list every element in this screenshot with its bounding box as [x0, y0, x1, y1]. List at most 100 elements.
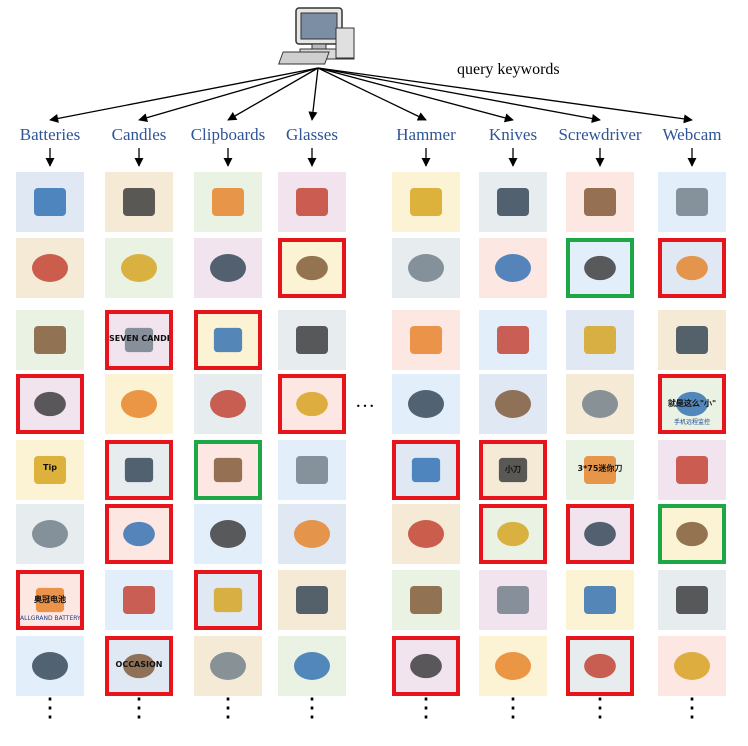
middle-ellipsis: …: [355, 390, 377, 412]
continuation-dots: ⋮: [126, 693, 152, 722]
clipboard-paper-photo: [194, 374, 262, 434]
round-glasses-icon: [278, 310, 346, 370]
category-label-glasses: Glasses: [286, 125, 338, 144]
screwdriver-set-photo: [566, 570, 634, 630]
clipboard-hands-icon: [194, 238, 262, 298]
car-battery-photo: [16, 504, 84, 564]
woman-photo: [278, 374, 346, 434]
stamp-seal-icon: [105, 440, 173, 500]
category-label-screwdriver: Screwdriver: [558, 125, 642, 144]
blade-photo: [479, 374, 547, 434]
category-label-webcam: Webcam: [662, 125, 722, 144]
fan-arrow-glasses: [308, 67, 319, 121]
pushpin-icon: [194, 440, 262, 500]
insect-logo-icon: [278, 238, 346, 298]
continuation-dots: ⋮: [679, 693, 705, 722]
battery-cartoon-icon: [16, 238, 84, 298]
webcam-round-icon: [658, 440, 726, 500]
thumbnail-caption: 3*75迷你刀: [577, 463, 623, 473]
band-logo-icon: [392, 440, 460, 500]
fan-arrow-batteries: [49, 67, 319, 123]
screwdriver-pair-photo: 3*75迷你刀: [566, 440, 634, 500]
logo-text-icon: SEVEN CANDLES: [105, 310, 173, 370]
battery-row-photo: [16, 172, 84, 232]
pocket-knife-photo: [479, 570, 547, 630]
continuation-dots: ⋮: [215, 693, 241, 722]
app-screens-icon: [658, 238, 726, 298]
screwdriver-photo: [566, 172, 634, 232]
desktop-computer-icon: [278, 7, 355, 65]
knife-set-photo: [479, 172, 547, 232]
circuit-wire-photo: [16, 374, 84, 434]
thumbnail-caption: 小刀: [505, 464, 521, 474]
gavel-yellow-icon: [392, 238, 460, 298]
category-label-clipboards: Clipboards: [190, 125, 266, 144]
coin-cell-photo: [16, 310, 84, 370]
eyeglasses-photo: [278, 172, 346, 232]
thumbnail-subcaption: 手机远程监控: [673, 419, 710, 426]
continuation-dots: ⋮: [413, 693, 439, 722]
fan-arrow-clipboards: [227, 67, 319, 121]
laptop-desk-photo: [194, 310, 262, 370]
sphere-webcam-photo: [658, 636, 726, 696]
screwdriver-cartoon-icon: [566, 310, 634, 370]
fan-arrow-knives: [317, 67, 514, 123]
battery-app-icon: Tip: [16, 440, 84, 500]
ad-banner-icon: 就是这么"小" 手机远程监控: [658, 374, 726, 434]
claw-hammer-photo: [392, 310, 460, 370]
scooter-photo: [479, 504, 547, 564]
box-package-photo: [105, 504, 173, 564]
power-drill-photo: [566, 238, 634, 298]
red-sunglasses-photo: [278, 636, 346, 696]
clipboard-blank-photo: [194, 504, 262, 564]
occasion-sign-icon: OCCASION: [105, 636, 173, 696]
thumbnail-caption: OCCASION: [115, 659, 163, 669]
thumbnail-caption: Tip: [43, 462, 57, 472]
fan-arrow-hammer: [317, 67, 427, 121]
monitor-desk-photo: [658, 504, 726, 564]
continuation-dots: ⋮: [587, 693, 613, 722]
tool-kit-photo: [566, 636, 634, 696]
fan-arrow-webcam: [317, 67, 693, 124]
candle-cartoon-icon: [105, 374, 173, 434]
black-frames-photo: [278, 440, 346, 500]
man-poster-photo: [392, 504, 460, 564]
category-label-batteries: Batteries: [19, 125, 81, 144]
fan-arrow-screwdriver: [317, 67, 601, 123]
continuation-dots: ⋮: [299, 693, 325, 722]
security-camera-photo: [658, 172, 726, 232]
continuation-dots: ⋮: [37, 693, 63, 722]
clip-webcam-photo: [658, 570, 726, 630]
clipboard-green-icon: [194, 636, 262, 696]
category-label-candles: Candles: [111, 125, 167, 144]
thor-hammer-icon: [392, 172, 460, 232]
crossed-hammers-icon: [392, 570, 460, 630]
utility-knife-photo: [479, 636, 547, 696]
brand-logo-icon: 奥冠电池 ALLGRAND BATTERY: [16, 570, 84, 630]
red-phone-photo: [392, 636, 460, 696]
doctor-photo: [194, 570, 262, 630]
continuation-dots: ⋮: [500, 693, 526, 722]
thumbnail-caption: 奥冠电池: [34, 594, 66, 604]
thumbnail-subcaption: ALLGRAND BATTERY: [20, 615, 80, 622]
dome-camera-photo: [658, 310, 726, 370]
candle-holder-photo: [105, 238, 173, 298]
category-label-hammer: Hammer: [396, 125, 456, 144]
yellow-screwdriver-photo: [566, 374, 634, 434]
glasses-circle-icon: [278, 570, 346, 630]
thumbnail-caption: SEVEN CANDLES: [109, 333, 169, 343]
dagger-icon: [479, 238, 547, 298]
thumbnail-caption: 就是这么"小": [667, 398, 717, 408]
earth-space-photo: [105, 570, 173, 630]
blue-yellow-driver-photo: [566, 504, 634, 564]
category-label-knives: Knives: [488, 125, 538, 144]
calligraphy-icon: 小刀: [479, 440, 547, 500]
hammer-set-photo: [392, 374, 460, 434]
sunglasses-chain-photo: [278, 504, 346, 564]
clipboard-pen-icon: [194, 172, 262, 232]
fan-arrow-candles: [138, 67, 319, 123]
lit-candles-photo: [105, 172, 173, 232]
query-keywords-label: query keywords: [457, 61, 560, 78]
